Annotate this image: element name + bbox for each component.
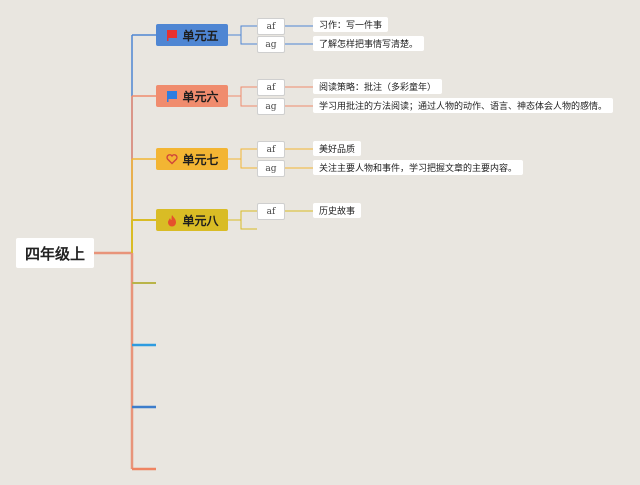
unit-8-label: 单元八 bbox=[182, 213, 219, 228]
unit-6-tag-ag[interactable]: ag bbox=[257, 98, 285, 115]
unit-5-node[interactable]: 单元五 bbox=[156, 24, 228, 46]
unit-7-node[interactable]: 单元七 bbox=[156, 148, 228, 170]
unit-5-item-1[interactable]: 习作：写一件事 bbox=[313, 17, 389, 32]
fire-icon bbox=[165, 214, 178, 227]
unit-5-tag-af[interactable]: af bbox=[257, 18, 285, 35]
heart-icon bbox=[165, 153, 178, 166]
unit-6-item-2[interactable]: 学习用批注的方法阅读；通过人物的动作、语言、神态体会人物的感情。 bbox=[313, 98, 614, 113]
red-flag-icon bbox=[165, 29, 178, 42]
root-node[interactable]: 四年级上 bbox=[16, 238, 94, 268]
unit-7-item-1[interactable]: 美好品质 bbox=[313, 141, 362, 156]
unit-6-item-1[interactable]: 阅读策略：批注（多彩童年） bbox=[313, 79, 443, 94]
unit-6-tag-af[interactable]: af bbox=[257, 79, 285, 96]
unit-5-item-2[interactable]: 了解怎样把事情写清楚。 bbox=[313, 36, 425, 51]
unit-8-item-1[interactable]: 历史故事 bbox=[313, 203, 362, 218]
unit-7-item-2[interactable]: 关注主要人物和事件，学习把握文章的主要内容。 bbox=[313, 160, 524, 175]
unit-8-node[interactable]: 单元八 bbox=[156, 209, 228, 231]
unit-6-node[interactable]: 单元六 bbox=[156, 85, 228, 107]
unit-5-tag-ag[interactable]: ag bbox=[257, 36, 285, 53]
unit-6-label: 单元六 bbox=[182, 89, 219, 104]
unit-7-label: 单元七 bbox=[182, 152, 219, 167]
unit-7-tag-af[interactable]: af bbox=[257, 141, 285, 158]
blue-flag-icon bbox=[165, 90, 178, 103]
unit-8-tag-af[interactable]: af bbox=[257, 203, 285, 220]
unit-5-label: 单元五 bbox=[182, 28, 219, 43]
unit-7-tag-ag[interactable]: ag bbox=[257, 160, 285, 177]
